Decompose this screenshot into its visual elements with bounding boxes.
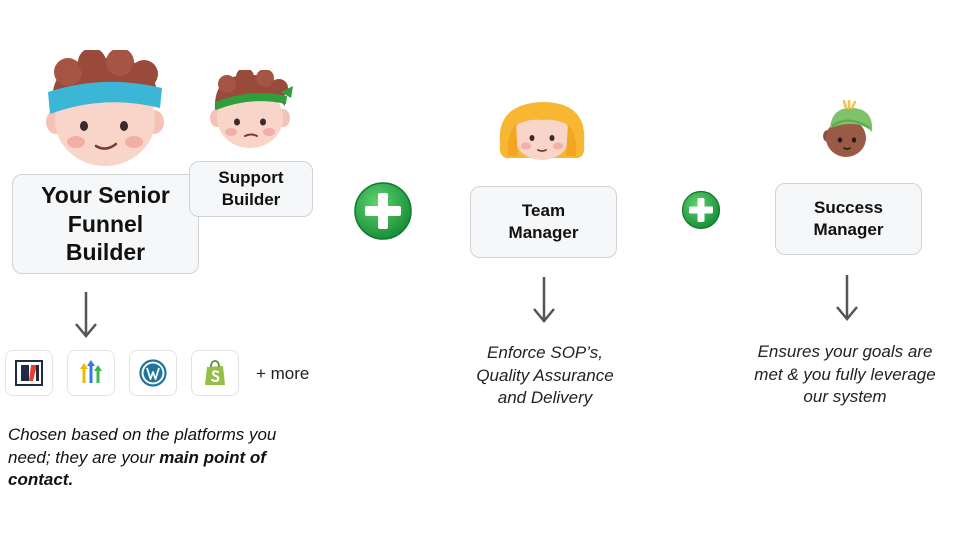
success-manager-caption-line2: met & you fully leverage	[754, 364, 936, 384]
success-manager-box: Success Manager	[775, 183, 922, 255]
clickfunnels-tile	[5, 350, 53, 396]
success-manager-avatar-icon	[823, 100, 873, 157]
success-manager-caption: Ensures your goals are met & you fully l…	[734, 341, 956, 409]
senior-builder-label-line2: Funnel	[67, 210, 144, 237]
support-builder-avatar-icon	[210, 70, 293, 148]
team-manager-box: Team Manager	[470, 186, 617, 258]
caption-text: need; they are your	[8, 447, 160, 467]
plus-icon	[681, 190, 721, 230]
support-builder-box: Support Builder	[189, 161, 313, 217]
team-manager-label-line2: Manager	[508, 223, 579, 242]
highlevel-logo-icon	[80, 360, 102, 383]
team-manager-avatar-icon	[499, 102, 585, 160]
success-manager-caption-line1: Ensures your goals are	[757, 342, 933, 361]
team-manager-label-line1: Team	[521, 201, 566, 220]
team-manager-caption-line2: Quality Assurance	[476, 365, 614, 385]
senior-builder-box: Your Senior Funnel Builder	[12, 174, 199, 274]
senior-builder-caption-line2: need; they are your main point of	[8, 447, 348, 470]
wordpress-logo-icon	[139, 359, 167, 387]
down-arrow-icon	[75, 292, 97, 338]
team-manager-caption-line3: and Delivery	[497, 388, 593, 407]
senior-builder-avatar-icon	[46, 50, 164, 166]
senior-builder-caption-line3: contact.	[8, 469, 348, 492]
shopify-logo-icon	[205, 360, 225, 385]
down-arrow-icon	[836, 275, 858, 321]
down-arrow-icon	[533, 277, 555, 323]
plus-icon	[354, 182, 412, 240]
support-builder-label-line2: Builder	[221, 190, 281, 209]
shopify-tile	[191, 350, 239, 396]
success-manager-caption-line3: our system	[803, 387, 887, 406]
senior-builder-label-line3: Builder	[65, 239, 146, 266]
wordpress-tile	[129, 350, 177, 396]
senior-builder-label-line1: Your Senior	[41, 182, 170, 209]
support-builder-label-line1: Support	[218, 168, 284, 187]
caption-emphasis: main point of	[159, 447, 266, 467]
success-manager-label-line1: Success	[814, 198, 883, 217]
senior-builder-caption-line1: Chosen based on the platforms you	[8, 425, 277, 444]
team-manager-caption-line1: Enforce SOP’s,	[487, 343, 603, 362]
senior-builder-caption: Chosen based on the platforms you need; …	[8, 424, 348, 492]
clickfunnels-logo-icon	[15, 360, 43, 386]
more-platforms-label: + more	[256, 364, 310, 383]
team-manager-caption: Enforce SOP’s, Quality Assurance and Del…	[444, 342, 646, 410]
caption-emphasis: contact.	[8, 470, 74, 489]
success-manager-label-line2: Manager	[813, 220, 884, 239]
highlevel-tile	[67, 350, 115, 396]
